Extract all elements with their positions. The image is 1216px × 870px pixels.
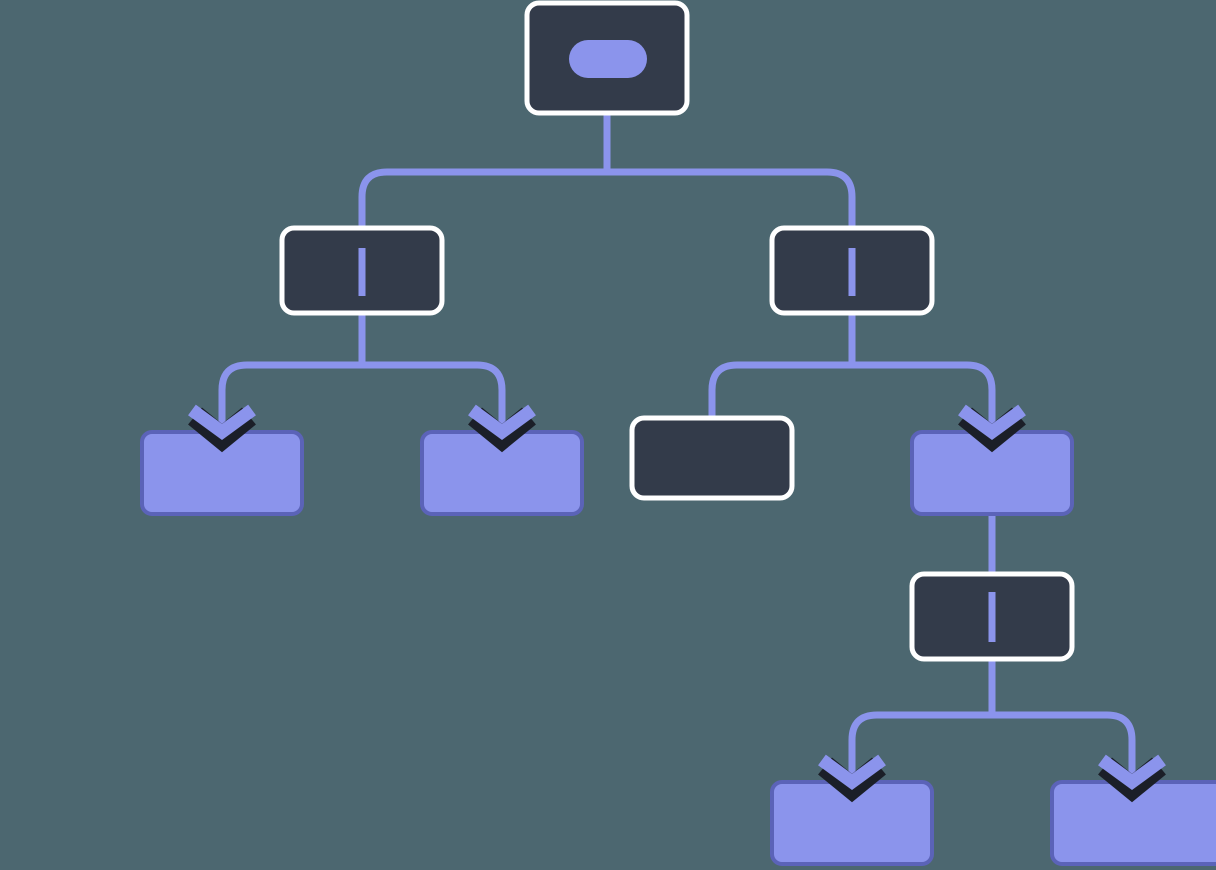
edge-e-n4-right	[992, 711, 1136, 782]
chevron-light-overlay-icon	[958, 404, 1026, 441]
node-root[interactable]	[524, 0, 690, 116]
node-pill-root	[569, 40, 647, 78]
chevron-light-overlay-icon	[468, 404, 536, 441]
arrowhead-icon-n3-d	[958, 404, 1026, 453]
node-body-n3-c[interactable]	[629, 415, 795, 501]
arrowhead-icon-n3-b	[468, 404, 536, 453]
node-n3-c[interactable]	[629, 415, 795, 501]
chevron-light-overlay-icon	[188, 404, 256, 441]
edge-e-root-left	[358, 168, 607, 296]
arrowhead-icon-n5-left	[818, 754, 886, 803]
arrowhead-icon-n5-right	[1098, 754, 1166, 803]
chevron-light-overlay-icon	[1098, 754, 1166, 791]
edge-e-root-right	[607, 168, 856, 296]
edge-e-n2l-b	[362, 361, 506, 432]
edge-e-n2r-d	[852, 361, 996, 432]
edges-layer	[218, 78, 1136, 782]
edge-e-n2l-a	[218, 361, 362, 432]
arrowhead-icon-n3-a	[188, 404, 256, 453]
arrowheads-layer	[188, 404, 1166, 803]
nodes-layer	[140, 0, 1216, 866]
chevron-light-overlay-icon	[818, 754, 886, 791]
edge-e-n2r-c	[708, 361, 852, 418]
edge-e-n4-left	[848, 711, 992, 782]
